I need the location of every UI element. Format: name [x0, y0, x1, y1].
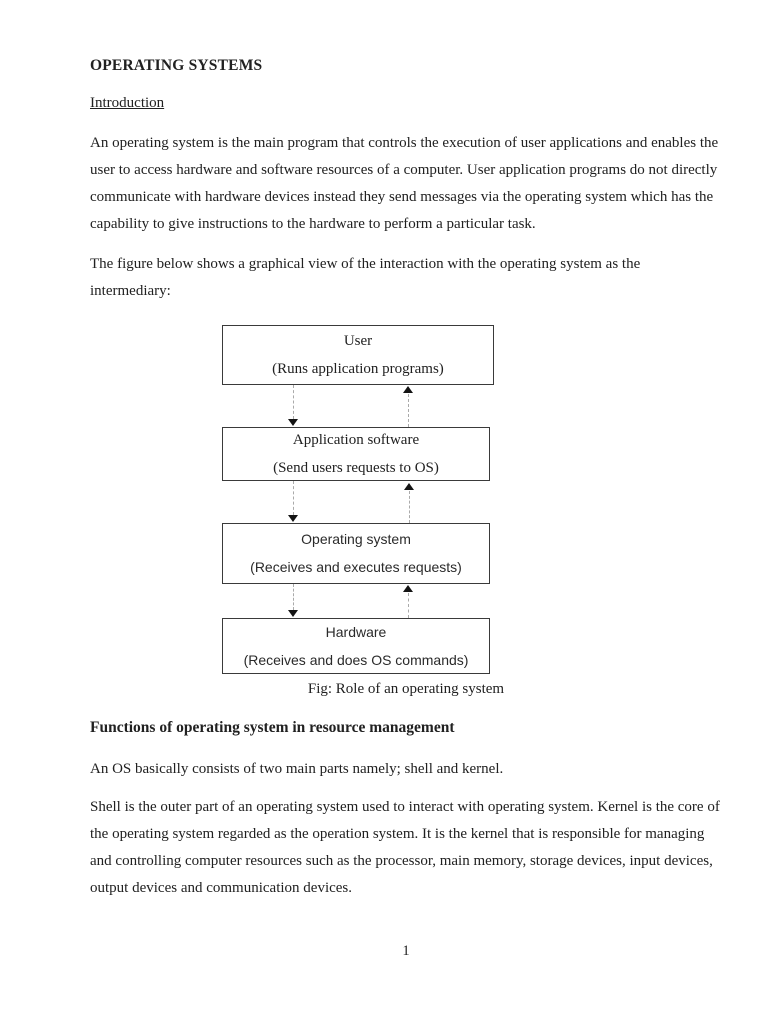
diagram-box-title: User [343, 332, 373, 349]
page-title: OPERATING SYSTEMS [90, 57, 263, 74]
diagram-box-title: Operating system [301, 531, 411, 547]
page-number: 1 [402, 943, 410, 959]
diagram-box-subtitle: (Send users requests to OS) [273, 459, 439, 476]
paragraph-figure-intro: The figure below shows a graphical view … [90, 256, 641, 299]
paragraph-os-parts: An OS basically consists of two main par… [90, 761, 504, 777]
diagram-box-subtitle: (Receives and executes requests) [250, 559, 462, 575]
figure-caption: Fig: Role of an operating system [307, 681, 505, 697]
diagram-box-subtitle: (Runs application programs) [272, 360, 444, 377]
paragraph-os-definition: An operating system is the main program … [90, 135, 719, 232]
section-heading-functions: Functions of operating system in resourc… [90, 719, 455, 736]
diagram-box-title: Application software [292, 431, 420, 448]
paragraph-shell-kernel: Shell is the outer part of an operating … [90, 799, 720, 896]
diagram-box-subtitle: (Receives and does OS commands) [243, 651, 469, 668]
diagram-box-user: User (Runs application programs) [222, 325, 494, 385]
diagram-box-title: Hardware [325, 623, 387, 640]
os-interaction-diagram: User (Runs application programs) Applica… [90, 325, 722, 674]
diagram-box-application-software: Application software (Send users request… [222, 427, 490, 481]
diagram-box-hardware: Hardware (Receives and does OS commands) [222, 618, 490, 674]
diagram-box-operating-system: Operating system (Receives and executes … [222, 523, 490, 584]
section-heading-introduction: Introduction [90, 95, 165, 111]
